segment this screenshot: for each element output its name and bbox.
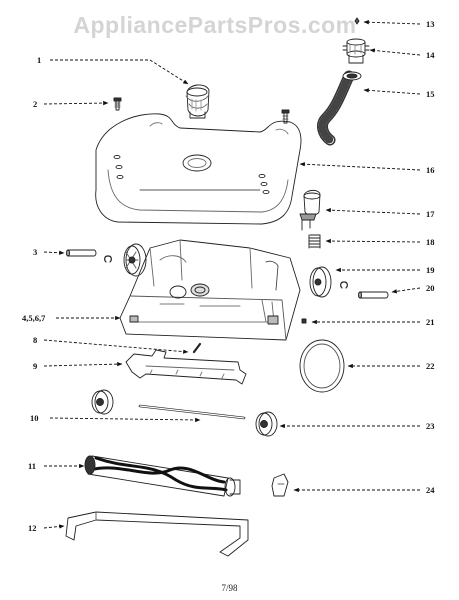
callout-17: 17 — [426, 209, 435, 219]
part-3-axle — [65, 249, 112, 263]
part-18-spring — [308, 234, 321, 249]
callout-24: 24 — [426, 485, 435, 495]
part-1-swivel-neck — [185, 84, 210, 119]
part-16-hood — [95, 113, 302, 225]
part-19-wheel — [309, 266, 332, 298]
leader-8 — [43, 339, 189, 354]
part-8-pin — [192, 342, 202, 354]
part-22-belt — [299, 339, 345, 393]
part-17-latch — [299, 189, 321, 231]
leader-16 — [299, 162, 421, 171]
callout-16: 16 — [426, 165, 435, 175]
leader-18 — [325, 238, 421, 244]
part-20-axle — [340, 281, 389, 299]
callout-23: 23 — [426, 421, 435, 431]
callout-22: 22 — [426, 361, 435, 371]
callout-18: 18 — [426, 237, 435, 247]
part-13-clip — [354, 17, 360, 25]
callout-15: 15 — [426, 89, 435, 99]
leader-9 — [43, 361, 123, 367]
leader-15 — [363, 88, 421, 95]
callout-14: 14 — [426, 50, 435, 60]
callout-2: 2 — [33, 99, 37, 109]
part-15-hose — [317, 70, 362, 146]
callout-1: 1 — [37, 55, 41, 65]
callout-12: 12 — [28, 523, 37, 533]
leader-17 — [325, 208, 421, 215]
leader-2 — [43, 100, 109, 106]
leader-12 — [43, 524, 65, 529]
part-4-7-base — [119, 239, 301, 341]
callout-21: 21 — [426, 317, 435, 327]
callout-9: 9 — [33, 361, 37, 371]
callout-11: 11 — [28, 461, 36, 471]
part-2-screw — [113, 97, 290, 124]
part-9-bottom-plate — [125, 349, 247, 385]
callout-20: 20 — [426, 283, 435, 293]
watermark-text: AppliancePartsPros.com — [73, 12, 357, 38]
part-24-clip — [271, 473, 289, 497]
part-21-plug — [301, 318, 307, 324]
leader-1 — [50, 59, 189, 85]
part-11-brushroll — [84, 455, 241, 497]
callout-19: 19 — [426, 265, 435, 275]
leader-14 — [369, 48, 421, 56]
part-rear-wheel-left — [123, 243, 147, 277]
leader-13 — [363, 20, 421, 25]
part-10-end-cap — [91, 389, 246, 420]
leader-10 — [49, 417, 201, 423]
part-12-bumper — [65, 511, 249, 557]
part-23-end-cap — [255, 411, 278, 437]
callout-8: 8 — [33, 335, 37, 345]
callout-4567: 4,5,6,7 — [22, 313, 46, 323]
footer-date: 7/98 — [221, 583, 238, 593]
part-14-hose-connector — [342, 38, 370, 64]
leader-20 — [391, 287, 421, 294]
callout-13: 13 — [426, 19, 435, 29]
leader-3 — [43, 250, 65, 255]
callout-3: 3 — [33, 247, 37, 257]
callout-10: 10 — [30, 413, 39, 423]
